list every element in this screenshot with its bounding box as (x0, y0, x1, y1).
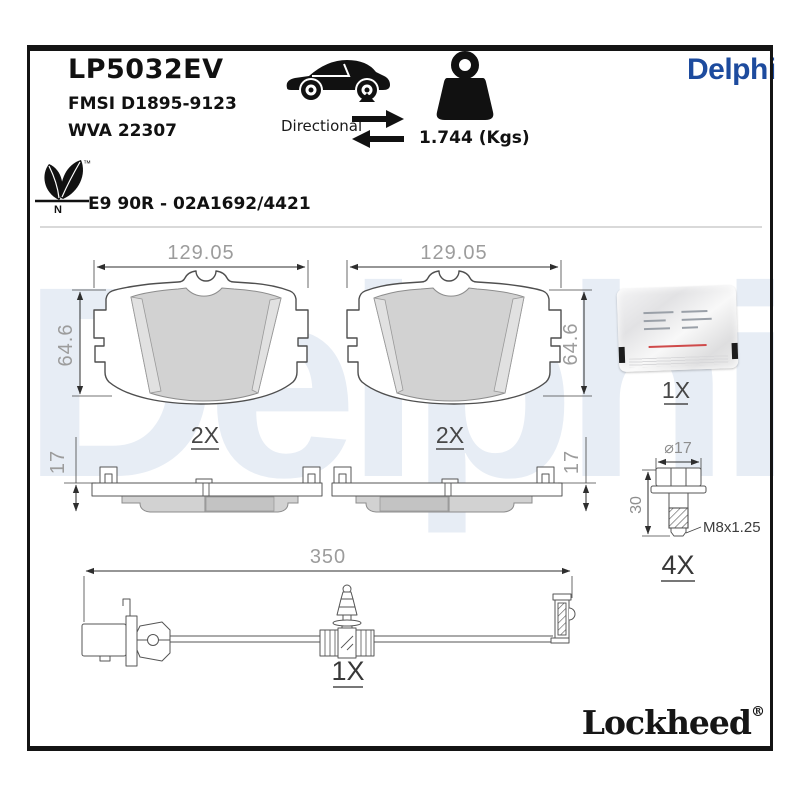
pad-qty-left: 2X (191, 422, 219, 448)
sensor-connector (81, 598, 171, 667)
rear-axle-marker-icon (359, 93, 375, 102)
approval-code: E9 90R - 02A1692/4421 (88, 194, 311, 214)
delphi-logo: Delphi (687, 53, 776, 86)
sensor-length-dim: 350 (310, 546, 346, 568)
grease-sachet (616, 284, 739, 373)
pad-profile-view-left: 17 (47, 437, 323, 513)
pad-front-view-right: 129.05 64.6 2X (346, 242, 592, 450)
part-number: LP5032EV (68, 54, 224, 85)
lockheed-wordmark: Lockheed (581, 703, 752, 742)
grease-qty: 1X (662, 377, 690, 403)
sensor-clip (319, 584, 375, 659)
sachet-crimp-texture (629, 355, 729, 368)
lockheed-logo: Lockheed® (560, 703, 765, 742)
bolt-drawing: ⌀17 30 M8x1.25 4X (628, 440, 761, 582)
pad-height-dim-left: 64.6 (55, 324, 77, 367)
header-divider (40, 226, 762, 228)
registered-mark: ® (751, 704, 765, 720)
bolt-length-dim: 30 (628, 496, 645, 514)
sachet-warning-line (648, 343, 707, 349)
sachet-seal-left (618, 346, 626, 364)
pad-qty-right: 2X (436, 422, 464, 448)
wva-number: WVA 22307 (68, 121, 177, 141)
pad-width-dim-left: 129.05 (167, 242, 234, 264)
sachet-seal-right (731, 342, 739, 360)
fmsi-number: FMSI D1895-9123 (68, 94, 237, 114)
wear-sensor-drawing: 350 (81, 546, 576, 688)
directional-label: Directional (281, 117, 363, 135)
thickness-dim-right: 17 (561, 450, 583, 474)
sensor-tip (550, 593, 576, 644)
pad-profile-view-right: 17 (331, 437, 596, 513)
bolt-diameter-dim: ⌀17 (664, 440, 692, 457)
vehicle-icon (286, 60, 390, 100)
pad-height-dim-right: 64.6 (560, 323, 582, 366)
eco-letter-n: N (54, 204, 62, 216)
pad-front-view-left: 129.05 64.6 2X (55, 242, 309, 450)
weight-value: 1.744 (Kgs) (419, 128, 530, 148)
eco-leaf-icon: N ™ (35, 159, 91, 216)
bolt-thread-label: M8x1.25 (703, 519, 761, 536)
sensor-qty: 1X (331, 656, 364, 686)
pad-width-dim-right: 129.05 (420, 242, 487, 264)
weight-icon (436, 51, 494, 120)
thickness-dim-left: 17 (47, 450, 69, 474)
eco-trademark: ™ (83, 159, 91, 168)
directional-arrows-icon (352, 110, 404, 148)
bolt-qty: 4X (661, 550, 694, 580)
